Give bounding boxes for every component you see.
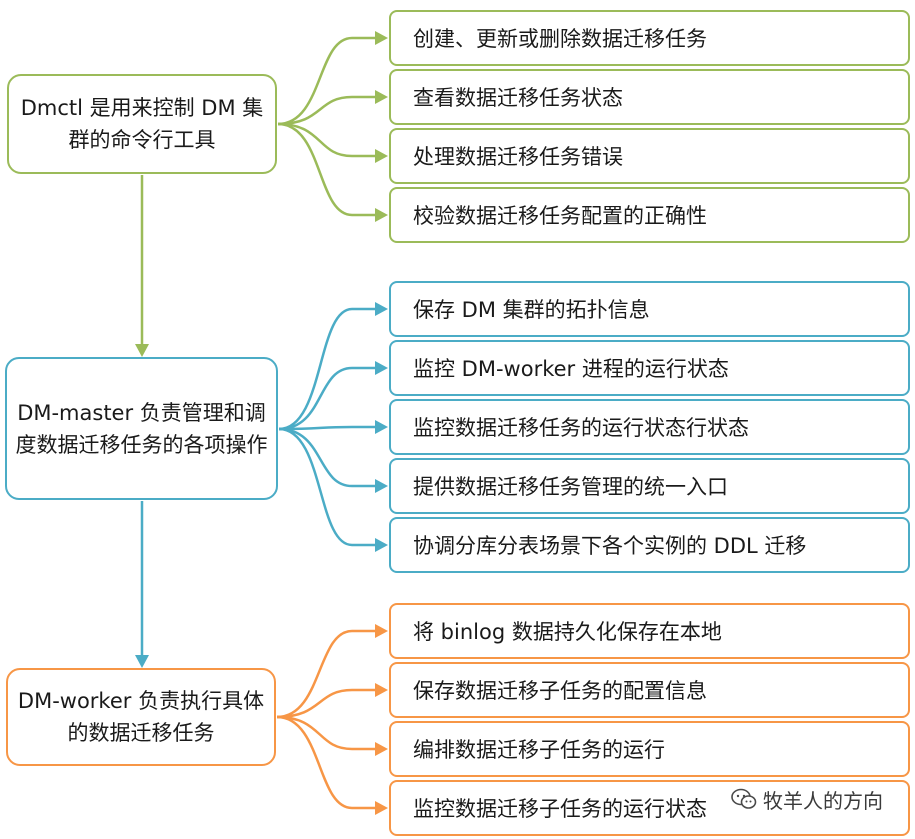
watermark-text: 牧羊人的方向 — [763, 788, 883, 813]
leaf-text: 将 binlog 数据持久化保存在本地 — [413, 620, 722, 644]
leaf-text: 监控数据迁移任务的运行状态行状态 — [413, 416, 749, 440]
dmctl-item-errors: 处理数据迁移任务错误 — [389, 128, 910, 184]
leaf-text: 保存数据迁移子任务的配置信息 — [413, 679, 707, 703]
connector-0-0 — [277, 36, 376, 126]
flow-arrow-dmctl-master — [135, 344, 149, 357]
leaf-text: 协调分库分表场景下各个实例的 DDL 迁移 — [413, 534, 807, 558]
connector-0-1 — [277, 95, 376, 126]
worker-item-orchestrate: 编排数据迁移子任务的运行 — [389, 721, 910, 777]
leaf-text: 监控数据迁移子任务的运行状态 — [413, 797, 707, 821]
leaf-text: 监控 DM-worker 进程的运行状态 — [413, 357, 729, 381]
arrow-1-2 — [375, 420, 388, 434]
connector-2-3 — [276, 715, 376, 810]
connector-1-1 — [278, 366, 376, 431]
master-item-task-monitor: 监控数据迁移任务的运行状态行状态 — [389, 399, 910, 455]
arrow-0-2 — [375, 149, 388, 163]
leaf-text: 创建、更新或删除数据迁移任务 — [413, 27, 707, 51]
arrow-0-3 — [375, 208, 388, 222]
connector-1-3 — [278, 427, 376, 488]
connector-2-2 — [276, 715, 376, 751]
leaf-text: 提供数据迁移任务管理的统一入口 — [413, 475, 728, 499]
dmctl-item-validate: 校验数据迁移任务配置的正确性 — [389, 187, 910, 243]
leaf-text: 查看数据迁移任务状态 — [413, 86, 623, 110]
dm-worker-node-text: DM-worker 负责执行具体的数据迁移任务 — [17, 689, 265, 745]
connector-0-2 — [277, 122, 376, 158]
master-item-topology: 保存 DM 集群的拓扑信息 — [389, 281, 910, 337]
arrow-2-3 — [375, 801, 388, 815]
master-item-ddl: 协调分库分表场景下各个实例的 DDL 迁移 — [389, 517, 910, 573]
arrow-1-0 — [375, 302, 388, 316]
leaf-text: 编排数据迁移子任务的运行 — [413, 738, 665, 762]
leaf-text: 保存 DM 集群的拓扑信息 — [413, 298, 650, 322]
dmctl-item-create: 创建、更新或删除数据迁移任务 — [389, 10, 910, 66]
dm-master-node: DM-master 负责管理和调度数据迁移任务的各项操作 — [5, 357, 278, 500]
arrow-2-1 — [375, 683, 388, 697]
master-item-entry: 提供数据迁移任务管理的统一入口 — [389, 458, 910, 514]
worker-item-config: 保存数据迁移子任务的配置信息 — [389, 662, 910, 718]
dm-worker-node: DM-worker 负责执行具体的数据迁移任务 — [6, 668, 276, 766]
worker-item-binlog: 将 binlog 数据持久化保存在本地 — [389, 603, 910, 659]
arrow-0-1 — [375, 90, 388, 104]
dmctl-item-status: 查看数据迁移任务状态 — [389, 69, 910, 125]
leaf-text: 校验数据迁移任务配置的正确性 — [413, 204, 707, 228]
master-item-worker-monitor: 监控 DM-worker 进程的运行状态 — [389, 340, 910, 396]
connector-1-2 — [278, 425, 376, 431]
wechat-icon — [731, 788, 757, 809]
connector-0-3 — [277, 122, 376, 217]
dmctl-node: Dmctl 是用来控制 DM 集群的命令行工具 — [7, 74, 277, 174]
connector-1-4 — [278, 427, 376, 547]
arrow-2-0 — [375, 624, 388, 638]
connector-1-0 — [278, 307, 376, 431]
leaf-text: 处理数据迁移任务错误 — [413, 145, 623, 169]
flow-arrow-master-worker — [135, 655, 149, 668]
arrow-1-3 — [375, 479, 388, 493]
connector-2-0 — [276, 629, 376, 719]
arrow-1-1 — [375, 361, 388, 375]
dm-master-node-text: DM-master 负责管理和调度数据迁移任务的各项操作 — [15, 400, 268, 457]
connector-2-1 — [276, 688, 376, 719]
arrow-0-0 — [375, 31, 388, 45]
arrow-2-2 — [375, 742, 388, 756]
arrow-1-4 — [375, 538, 388, 552]
dmctl-node-text: Dmctl 是用来控制 DM 集群的命令行工具 — [20, 96, 264, 152]
watermark: 牧羊人的方向 — [727, 782, 887, 816]
